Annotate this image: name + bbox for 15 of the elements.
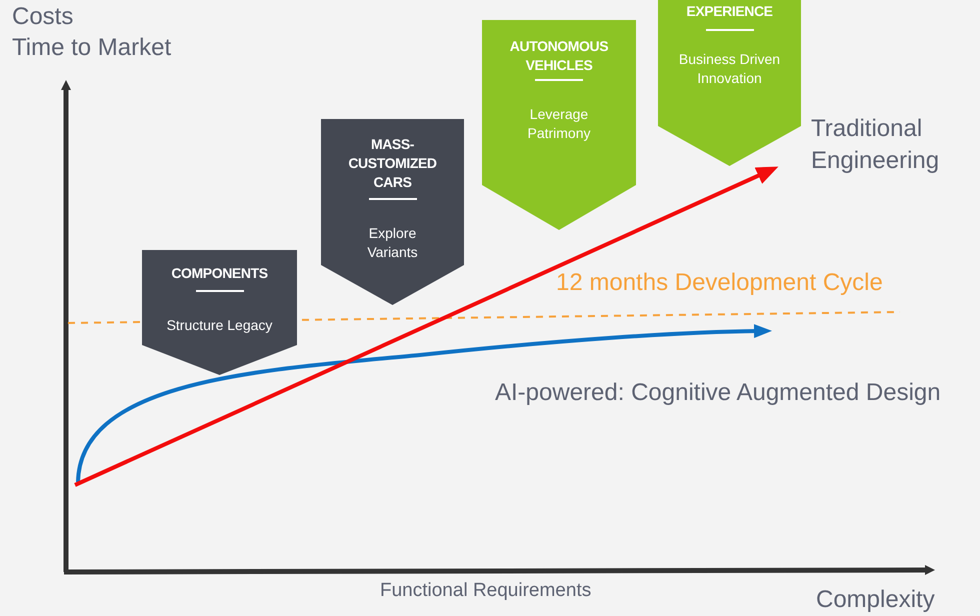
banner-heading: COMPONENTS <box>171 264 268 283</box>
banner-text: Explore Variants <box>366 224 419 262</box>
banner-text: Structure Legacy <box>166 316 272 335</box>
banner-heading: EXPERIENCE <box>686 2 773 21</box>
series-label: AI-powered: Cognitive Augmented Design <box>495 378 941 408</box>
axis-title: Costs <box>12 2 74 32</box>
axis-title: Time to Market <box>12 33 172 63</box>
banner-text: Business Driven Innovation <box>678 50 782 88</box>
banner-text: Leverage Patrimony <box>526 105 592 143</box>
banner-heading: MASS-CUSTOMIZED CARS <box>347 135 438 192</box>
axis-title: Complexity <box>816 585 935 615</box>
axis-title: Functional Requirements <box>380 579 592 603</box>
series-label: Traditional Engineering <box>811 114 940 176</box>
banner-heading: AUTONOMOUS VEHICLES <box>508 37 610 75</box>
series-label: 12 months Development Cycle <box>556 268 883 298</box>
